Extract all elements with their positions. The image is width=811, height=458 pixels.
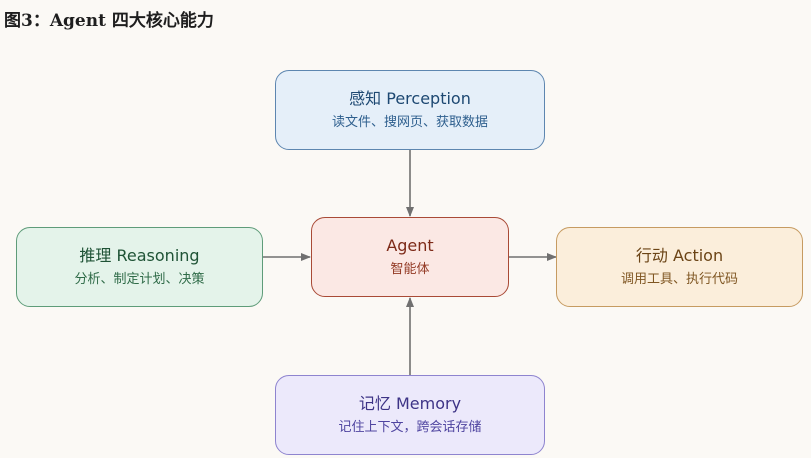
reasoning-subtitle: 分析、制定计划、决策 bbox=[74, 271, 205, 287]
memory-subtitle: 记住上下文，跨会话存储 bbox=[338, 419, 482, 435]
perception-title: 感知 Perception bbox=[349, 88, 471, 108]
action-title: 行动 Action bbox=[635, 245, 724, 265]
perception-node: 感知 Perception 读文件、搜网页、获取数据 bbox=[275, 70, 545, 150]
agent-subtitle: 智能体 bbox=[390, 261, 430, 277]
perception-subtitle: 读文件、搜网页、获取数据 bbox=[331, 114, 488, 130]
agent-node: Agent 智能体 bbox=[311, 217, 509, 297]
memory-node: 记忆 Memory 记住上下文，跨会话存储 bbox=[275, 375, 545, 455]
agent-title: Agent bbox=[386, 235, 434, 255]
figure-title: 图3：Agent 四大核心能力 bbox=[4, 11, 214, 31]
action-subtitle: 调用工具、执行代码 bbox=[620, 271, 738, 287]
memory-title: 记忆 Memory bbox=[358, 393, 462, 413]
action-node: 行动 Action 调用工具、执行代码 bbox=[556, 227, 803, 307]
reasoning-title: 推理 Reasoning bbox=[79, 245, 200, 265]
reasoning-node: 推理 Reasoning 分析、制定计划、决策 bbox=[16, 227, 263, 307]
